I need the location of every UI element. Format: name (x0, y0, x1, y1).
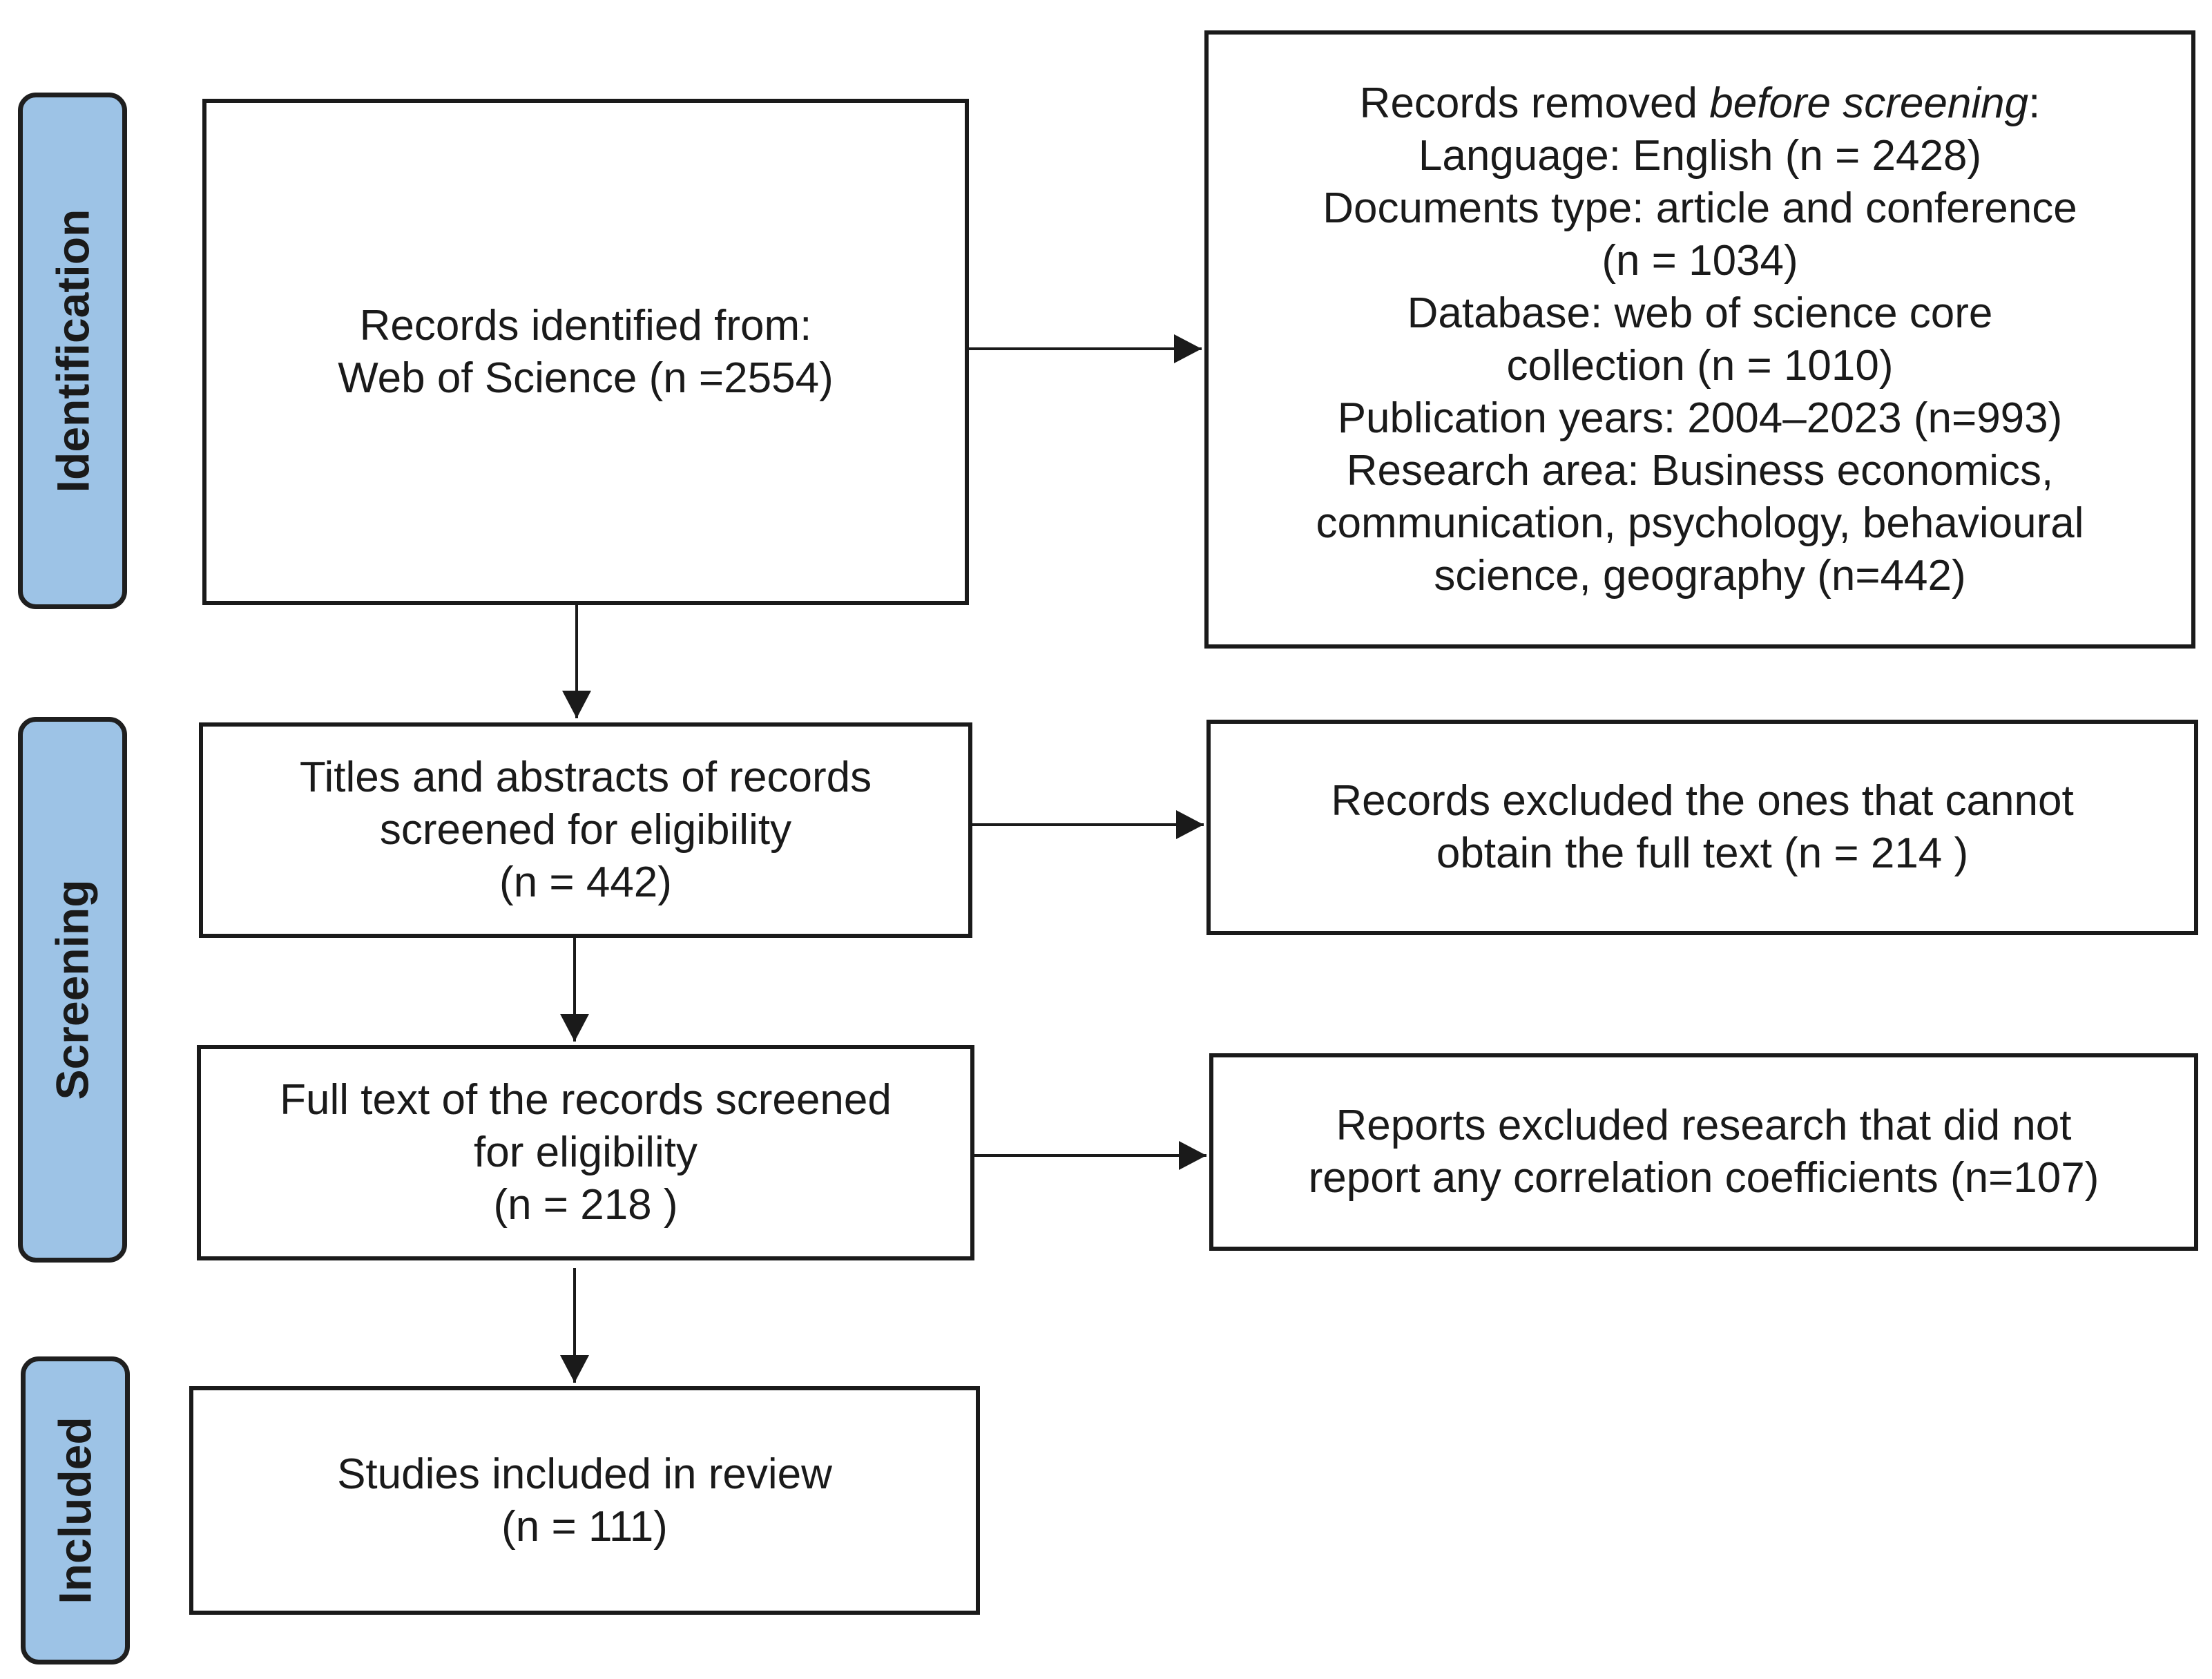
records-removed-line-2: Documents type: article and conference (1323, 184, 2077, 232)
phase-identification: Identification (18, 93, 127, 609)
records-excluded-line-2: obtain the full text (n = 214 ) (1436, 829, 1969, 877)
titles-screened-line-3: (n = 442) (499, 858, 672, 906)
records-removed-box: Records removed before screening: Langua… (1204, 30, 2195, 649)
studies-included-line-2: (n = 111) (501, 1502, 668, 1551)
records-removed-heading: Records removed before screening: (1359, 79, 2041, 127)
fulltext-screened-line-3: (n = 218 ) (493, 1181, 678, 1229)
records-removed-line-3: (n = 1034) (1602, 236, 1798, 285)
before-screening-emphasis: before screening (1709, 79, 2029, 127)
studies-included-box: Studies included in review (n = 111) (189, 1386, 980, 1615)
arrowhead-excluded (1176, 810, 1204, 839)
records-removed-line-8: communication, psychology, behavioural (1316, 499, 2084, 547)
phase-included: Included (21, 1356, 130, 1664)
arrowhead-fulltext (560, 1014, 589, 1042)
records-identified-line-1: Records identified from: (359, 301, 812, 349)
records-removed-line-4: Database: web of science core (1407, 289, 1993, 337)
reports-excluded-box: Reports excluded research that did not r… (1209, 1053, 2198, 1251)
arrowhead-titles (562, 691, 591, 718)
titles-screened-box: Titles and abstracts of records screened… (199, 722, 972, 938)
records-removed-line-1: Language: English (n = 2428) (1418, 131, 1982, 180)
records-removed-line-5: collection (n = 1010) (1506, 341, 1894, 390)
arrowhead-reports (1179, 1141, 1206, 1170)
phase-screening: Screening (18, 717, 127, 1263)
records-identified-box: Records identified from: Web of Science … (202, 99, 969, 605)
reports-excluded-line-1: Reports excluded research that did not (1336, 1102, 2072, 1149)
studies-included-line-1: Studies included in review (337, 1450, 832, 1498)
arrowhead-included (560, 1355, 589, 1383)
fulltext-screened-line-1: Full text of the records screened (280, 1076, 892, 1124)
reports-excluded-line-2: report any correlation coefficients (n=1… (1308, 1154, 2099, 1202)
fulltext-screened-box: Full text of the records screened for el… (197, 1045, 974, 1260)
records-removed-line-6: Publication years: 2004–2023 (n=993) (1337, 394, 2063, 442)
fulltext-screened-line-2: for eligibility (474, 1129, 698, 1176)
titles-screened-line-1: Titles and abstracts of records (299, 754, 872, 801)
records-removed-line-7: Research area: Business economics, (1346, 446, 2054, 495)
arrowhead-removed (1174, 334, 1202, 363)
titles-screened-line-2: screened for eligibility (379, 806, 792, 854)
records-excluded-line-1: Records excluded the ones that cannot (1331, 777, 2074, 825)
records-identified-line-2: Web of Science (n =2554) (338, 354, 834, 402)
records-excluded-box: Records excluded the ones that cannot ob… (1206, 720, 2198, 935)
records-removed-line-9: science, geography (n=442) (1434, 551, 1966, 599)
